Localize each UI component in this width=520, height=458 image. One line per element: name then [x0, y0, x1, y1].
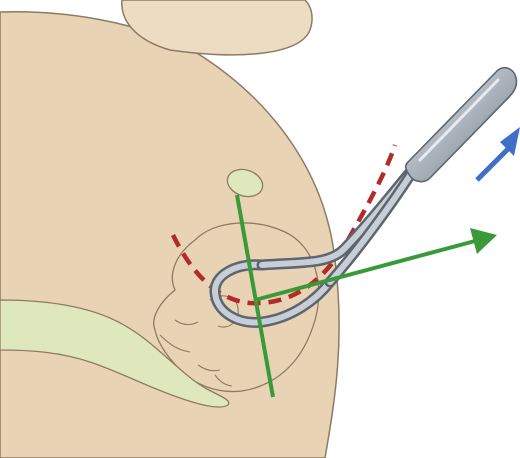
vacuum-extractor-handle: [406, 68, 517, 182]
vacuum-extractor-lower-rail-highlight: [330, 160, 420, 282]
pull-direction-arrow-shaft: [477, 147, 510, 180]
traction-direction-arrowhead: [470, 228, 497, 254]
